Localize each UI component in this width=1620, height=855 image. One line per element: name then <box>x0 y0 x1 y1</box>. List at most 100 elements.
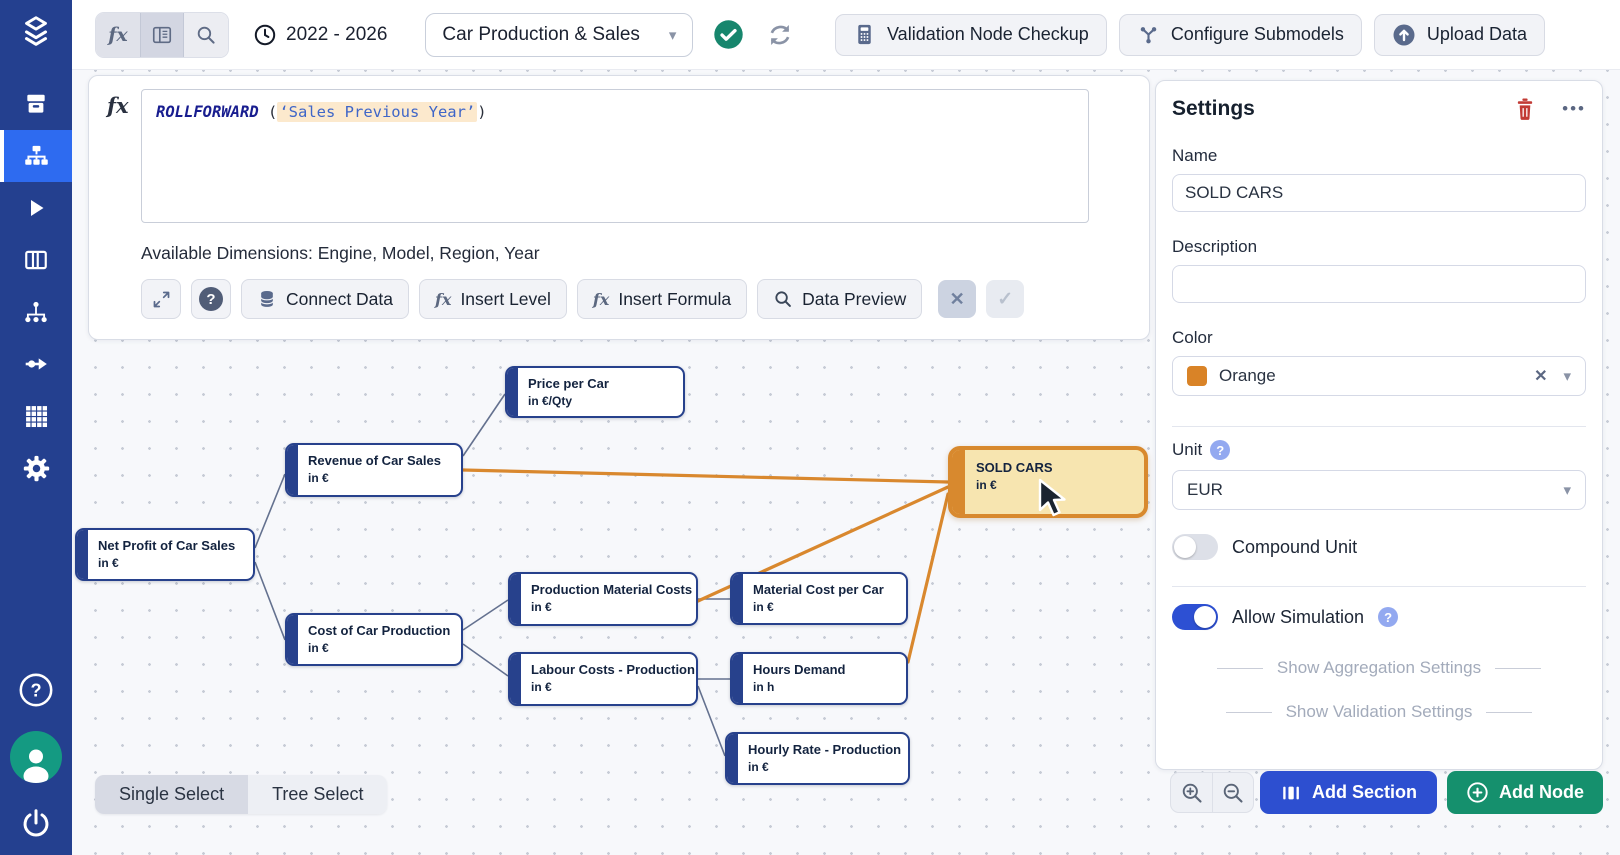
zoom-in-icon <box>1182 783 1202 803</box>
formula-help-button[interactable]: ? <box>191 279 231 319</box>
add-section-button[interactable]: Add Section <box>1260 771 1437 814</box>
refresh-button[interactable] <box>766 21 794 49</box>
validation-node-checkup-button[interactable]: Validation Node Checkup <box>835 13 1107 56</box>
node-unit: in € <box>531 599 552 614</box>
delete-node-button[interactable] <box>1514 97 1536 121</box>
topbar: fx 2022 - 2026 <box>72 0 1620 70</box>
sidebar-item-admin[interactable] <box>0 442 72 494</box>
edge-highlight <box>461 468 950 484</box>
connect-data-label: Connect Data <box>286 288 394 309</box>
tree-select-tab[interactable]: Tree Select <box>248 775 388 814</box>
formula-close-paren: ) <box>477 103 487 121</box>
node-title: SOLD CARS <box>976 460 1053 475</box>
graph-node-revenue-car-sales[interactable]: Revenue of Car Sales in € <box>285 443 463 497</box>
sidebar-item-drivers[interactable] <box>0 286 72 338</box>
expand-editor-button[interactable] <box>141 279 181 319</box>
single-select-tab[interactable]: Single Select <box>95 775 249 814</box>
confirm-formula-button[interactable]: ✓ <box>986 280 1025 318</box>
zoom-in-button[interactable] <box>1171 773 1212 812</box>
chevron-down-icon: ▾ <box>1563 368 1571 385</box>
clock-icon <box>254 24 276 45</box>
archive-icon <box>27 94 45 113</box>
model-status-ok <box>713 19 744 50</box>
insert-formula-button[interactable]: fx Insert Formula <box>576 279 748 319</box>
sidebar-item-simulations[interactable] <box>0 182 72 234</box>
zoom-out-icon <box>1223 783 1243 803</box>
logo-layers-icon <box>24 16 48 46</box>
logout-button[interactable] <box>18 805 54 841</box>
node-title: Price per Car <box>528 376 609 391</box>
sidebar-item-flows[interactable] <box>0 338 72 390</box>
add-node-button[interactable]: Add Node <box>1447 771 1603 814</box>
unit-select[interactable]: EUR ▾ <box>1172 470 1586 510</box>
search-view-button[interactable] <box>184 12 228 57</box>
add-section-label: Add Section <box>1311 782 1417 802</box>
formula-view-button[interactable]: fx <box>96 12 140 57</box>
insert-level-button[interactable]: fx Insert Level <box>419 279 567 319</box>
edge-link <box>462 643 509 677</box>
model-selector[interactable]: Car Production & Sales ▾ <box>425 12 694 57</box>
name-input[interactable] <box>1172 174 1586 212</box>
divider <box>1495 667 1542 669</box>
upload-data-button[interactable]: Upload Data <box>1373 13 1545 56</box>
show-validation-settings-label: Show Validation Settings <box>1285 702 1473 721</box>
panel-view-button[interactable] <box>140 12 184 57</box>
more-options-button[interactable]: ••• <box>1562 99 1586 118</box>
color-select[interactable]: Orange ✕ ▾ <box>1172 356 1586 396</box>
submodels-branch-icon <box>1140 27 1157 44</box>
data-preview-button[interactable]: Data Preview <box>757 279 923 319</box>
fx-icon: fx <box>592 289 610 309</box>
unit-label-row: Unit ? <box>1172 440 1586 460</box>
edge-link <box>254 473 286 549</box>
app-logo[interactable] <box>0 0 72 62</box>
show-validation-settings-button[interactable]: Show Validation Settings <box>1172 702 1586 722</box>
divider <box>1216 667 1263 669</box>
node-unit: in € <box>308 470 329 485</box>
user-avatar[interactable] <box>10 731 62 783</box>
grid-icon <box>25 405 47 427</box>
sidebar-item-model-tree[interactable] <box>0 130 72 182</box>
node-unit: in € <box>531 679 552 694</box>
node-title: Revenue of Car Sales <box>308 453 441 468</box>
calculator-icon <box>858 24 871 45</box>
unit-help-icon[interactable]: ? <box>1210 440 1231 460</box>
color-value: Orange <box>1219 366 1276 385</box>
sidebar-item-data-tables[interactable] <box>0 390 72 442</box>
edge-link <box>254 561 286 641</box>
validation-node-checkup-label: Validation Node Checkup <box>887 24 1089 44</box>
insert-formula-label: Insert Formula <box>618 288 732 309</box>
help-button[interactable]: ? <box>17 671 55 709</box>
sidebar-item-archive[interactable] <box>0 78 72 130</box>
panel-table-icon <box>152 26 172 43</box>
connect-data-button[interactable]: Connect Data <box>241 279 410 319</box>
show-aggregation-settings-button[interactable]: Show Aggregation Settings <box>1172 658 1586 678</box>
description-label: Description <box>1172 237 1258 256</box>
available-dimensions-label: Available Dimensions: Engine, Model, Reg… <box>141 243 540 263</box>
formula-input[interactable]: ROLLFORWARD (‘Sales Previous Year’) <box>141 89 1089 223</box>
name-label: Name <box>1172 146 1218 165</box>
settings-title: Settings <box>1172 97 1255 120</box>
zoom-out-button[interactable] <box>1212 773 1253 812</box>
configure-submodels-button[interactable]: Configure Submodels <box>1118 13 1362 56</box>
svg-text:?: ? <box>30 681 41 701</box>
node-unit: in € <box>753 599 774 614</box>
select-mode-segment: Single Select Tree Select <box>95 775 388 814</box>
time-range[interactable]: 2022 - 2026 <box>253 23 387 47</box>
allow-simulation-help-icon[interactable]: ? <box>1378 607 1399 627</box>
allow-simulation-toggle[interactable] <box>1172 604 1218 630</box>
clear-color-icon[interactable]: ✕ <box>1534 368 1548 385</box>
cancel-formula-button[interactable]: ✕ <box>938 280 977 318</box>
sidebar-item-workspaces[interactable] <box>0 234 72 286</box>
description-input[interactable] <box>1172 265 1586 303</box>
compound-unit-toggle[interactable] <box>1172 534 1218 560</box>
node-settings-panel: Settings ••• Name Description Color Or <box>1155 80 1603 770</box>
